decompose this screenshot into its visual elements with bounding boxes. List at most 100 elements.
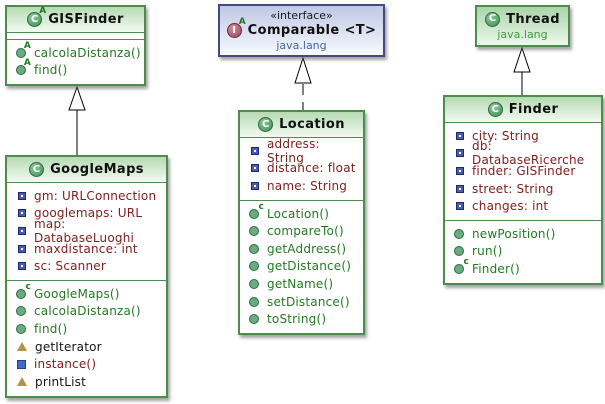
field-label: street: String	[472, 181, 554, 196]
method-row[interactable]: printList	[7, 373, 166, 391]
class-title: Thread	[506, 11, 560, 27]
field-label: maxdistance: int	[34, 241, 138, 256]
method-label: toString()	[267, 312, 327, 327]
field-icon	[456, 131, 464, 140]
field-icon	[18, 226, 26, 235]
field-label: name: String	[267, 178, 348, 193]
method-abstract-icon: A	[16, 58, 31, 76]
field-row[interactable]: city: String	[445, 127, 601, 145]
field-row[interactable]: street: String	[445, 180, 601, 198]
interface-box-comparable[interactable]: «interface» I A Comparable <T> java.lang	[218, 4, 385, 57]
method-constructor-icon: c	[454, 257, 469, 274]
class-box-thread[interactable]: C Thread java.lang	[475, 5, 570, 47]
interface-icon: I A	[226, 18, 246, 38]
method-public-icon	[16, 323, 26, 334]
field-label: sc: Scanner	[34, 259, 107, 274]
method-row[interactable]: toString()	[240, 310, 363, 328]
field-row[interactable]: gm: URLConnection	[7, 187, 166, 205]
method-public-icon	[249, 296, 259, 307]
method-label: calcolaDistanza()	[34, 304, 141, 319]
interface-title: Comparable <T>	[247, 23, 377, 38]
field-icon	[251, 146, 259, 155]
field-label: gm: URLConnection	[34, 188, 157, 203]
class-header: C Location	[240, 112, 363, 138]
inheritance-arrow-googlemaps-gisfinder[interactable]	[68, 85, 86, 155]
method-label: Finder()	[472, 261, 520, 276]
method-public-icon	[249, 261, 259, 272]
method-label: getDistance()	[267, 259, 352, 274]
method-label: GoogleMaps()	[34, 286, 120, 301]
field-row[interactable]: maxdistance: int	[7, 240, 166, 258]
field-icon	[251, 181, 259, 190]
method-row[interactable]: getDistance()	[240, 258, 363, 276]
class-title: GISFinder	[48, 12, 124, 27]
method-row[interactable]: getAddress()	[240, 240, 363, 258]
method-label: getAddress()	[267, 241, 347, 256]
field-row[interactable]: name: String	[240, 177, 363, 195]
method-row[interactable]: calcolaDistanza()	[7, 303, 166, 321]
method-triangle-icon	[17, 342, 27, 352]
field-row[interactable]: finder: GISFinder	[445, 162, 601, 180]
stereotype-label: «interface»	[270, 9, 333, 22]
field-label: address: String	[267, 136, 320, 165]
method-label: run()	[472, 244, 503, 259]
class-icon: C	[258, 117, 274, 132]
method-constructor-icon: c	[249, 202, 264, 219]
method-label: find()	[34, 321, 68, 336]
method-row[interactable]: compareTo()	[240, 222, 363, 240]
field-icon	[456, 202, 464, 211]
field-row[interactable]: sc: Scanner	[7, 257, 166, 275]
field-row[interactable]: distance: float	[240, 160, 363, 178]
method-label: printList	[35, 374, 86, 389]
method-square-icon	[17, 359, 26, 369]
inheritance-arrow-finder-thread[interactable]	[513, 46, 531, 95]
field-row[interactable]: db: DatabaseRicerche	[445, 139, 601, 167]
method-label: calcolaDistanza()	[34, 45, 141, 60]
class-title: GoogleMaps	[50, 162, 144, 177]
method-public-icon	[249, 278, 259, 289]
class-icon: C	[487, 102, 503, 117]
method-row[interactable]: newPosition()	[445, 225, 601, 243]
method-label: getIterator	[35, 339, 102, 354]
field-icon	[251, 164, 259, 173]
method-row[interactable]: instance()	[7, 355, 166, 373]
method-row[interactable]: getIterator	[7, 338, 166, 356]
method-abstract-icon: A	[16, 41, 31, 58]
field-label: changes: int	[472, 199, 549, 214]
class-header: C Finder	[445, 97, 601, 123]
field-row[interactable]: map: DatabaseLuoghi	[7, 217, 166, 245]
field-icon	[18, 244, 26, 253]
method-public-icon	[16, 306, 26, 317]
field-label: map: DatabaseLuoghi	[34, 216, 135, 245]
method-row[interactable]: run()	[445, 243, 601, 261]
realization-arrow-location-comparable[interactable]	[294, 56, 312, 110]
method-row[interactable]: setDistance()	[240, 293, 363, 311]
method-label: compareTo()	[267, 224, 344, 239]
field-row[interactable]: googlemaps: URL	[7, 205, 166, 223]
method-constructor-icon: c	[16, 282, 31, 299]
field-icon	[456, 184, 464, 193]
abstract-class-icon: C A	[27, 7, 46, 27]
field-row[interactable]: changes: int	[445, 197, 601, 215]
field-row[interactable]: address: String	[240, 137, 363, 165]
field-icon	[18, 191, 26, 200]
method-row[interactable]: find()	[7, 320, 166, 338]
method-public-icon	[249, 243, 259, 254]
method-label: getName()	[267, 276, 334, 291]
method-row[interactable]: getName()	[240, 275, 363, 293]
